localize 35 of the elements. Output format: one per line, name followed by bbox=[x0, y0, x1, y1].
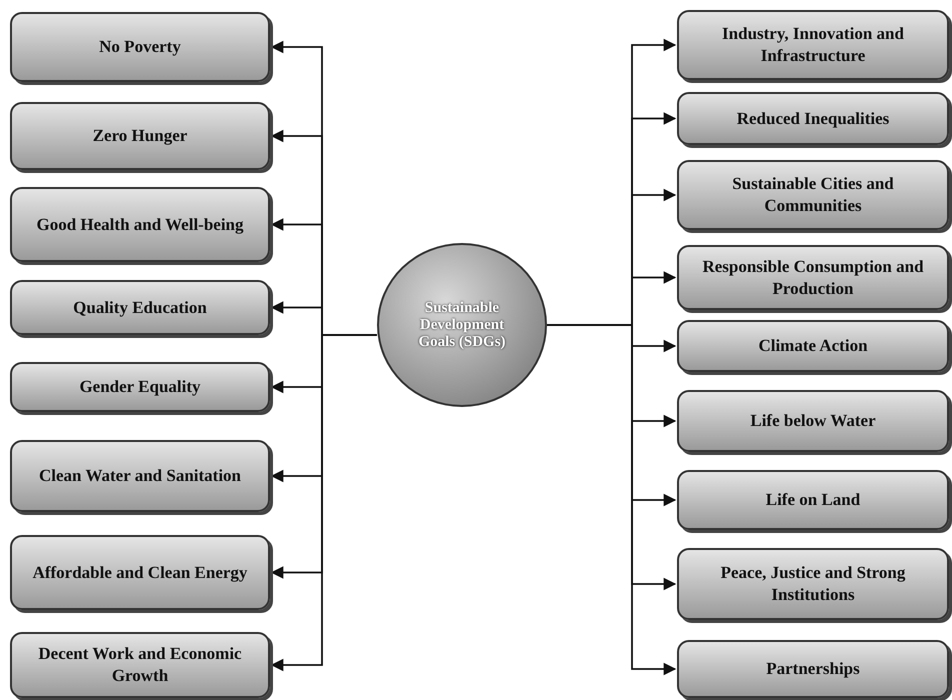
goal-box bbox=[10, 632, 270, 698]
goal-box bbox=[677, 548, 949, 620]
goal-box bbox=[677, 640, 949, 698]
node-label: Industry, Innovation and Infrastructure bbox=[721, 23, 905, 67]
goal-box bbox=[677, 160, 949, 230]
node-label: Responsible Consumption and Production bbox=[701, 256, 925, 300]
node-label: Sustainable Development Goals (SDGs) bbox=[417, 300, 507, 350]
goal-box bbox=[10, 102, 270, 170]
goal-box bbox=[677, 92, 949, 145]
node-label: Life below Water bbox=[750, 410, 876, 432]
node-label: Sustainable Cities and Communities bbox=[731, 173, 895, 217]
goal-box bbox=[677, 320, 949, 372]
goal-box bbox=[10, 12, 270, 82]
node-label: Reduced Inequalities bbox=[736, 108, 890, 130]
goal-box bbox=[677, 390, 949, 452]
node-label: Affordable and Clean Energy bbox=[32, 562, 248, 584]
node-label: Decent Work and Economic Growth bbox=[37, 643, 243, 687]
goal-box bbox=[10, 280, 270, 335]
goal-box bbox=[10, 535, 270, 610]
node-label: Peace, Justice and Strong Institutions bbox=[720, 562, 906, 606]
node-label: No Poverty bbox=[99, 36, 181, 58]
goal-box bbox=[10, 187, 270, 262]
node-label: Partnerships bbox=[766, 658, 860, 680]
node-label: Gender Equality bbox=[79, 376, 201, 398]
goal-box bbox=[677, 470, 949, 530]
goal-box bbox=[677, 10, 949, 80]
node-label: Good Health and Well-being bbox=[36, 214, 244, 236]
node-label: Clean Water and Sanitation bbox=[39, 465, 241, 487]
node-label: Life on Land bbox=[766, 489, 860, 511]
node-label: Climate Action bbox=[758, 335, 868, 357]
node-label: Zero Hunger bbox=[92, 125, 188, 147]
node-label: Quality Education bbox=[73, 296, 207, 318]
goal-box bbox=[10, 362, 270, 412]
goal-box bbox=[10, 440, 270, 512]
goal-box bbox=[677, 245, 949, 310]
